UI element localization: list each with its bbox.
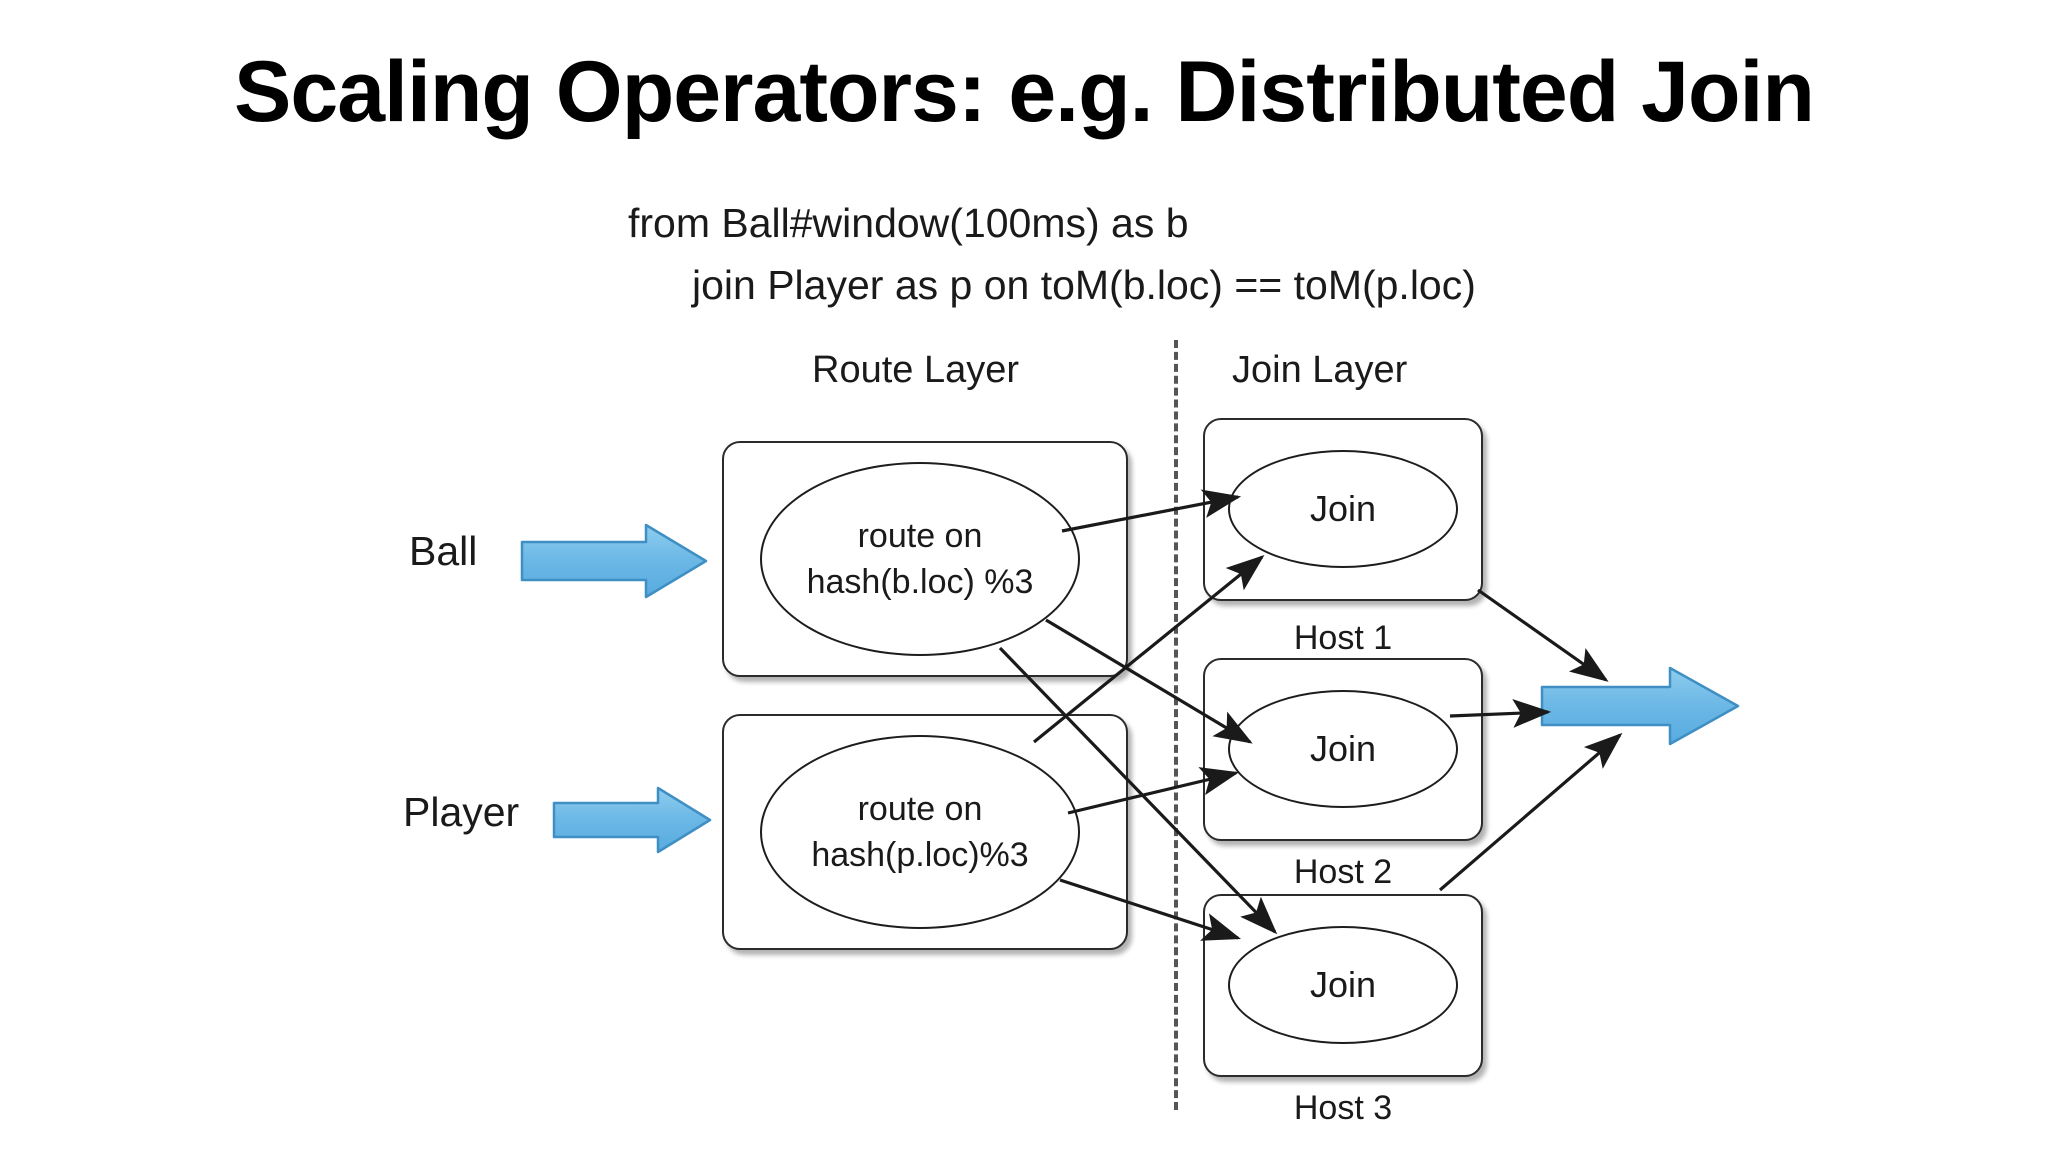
- result-output-arrow: [1540, 665, 1740, 747]
- join-ellipse-host-1[interactable]: Join: [1228, 450, 1458, 568]
- host-label-3: Host 3: [1293, 1089, 1393, 1127]
- ball-input-arrow: [520, 522, 708, 600]
- source-label-ball: Ball: [409, 528, 478, 574]
- player-input-arrow: [552, 785, 712, 855]
- join-label-host-3: Join: [1309, 964, 1377, 1005]
- route-ellipse-player[interactable]: [760, 735, 1080, 929]
- query-line-join: join Player as p on toM(b.loc) == toM(p.…: [692, 262, 1476, 308]
- host-label-1: Host 1: [1293, 619, 1393, 657]
- route-layer-label: Route Layer: [812, 349, 1020, 391]
- join-ellipse-host-3[interactable]: Join: [1228, 926, 1458, 1044]
- source-label-player: Player: [403, 789, 520, 835]
- page-title: Scaling Operators: e.g. Distributed Join: [234, 44, 1815, 140]
- join-label-host-2: Join: [1309, 728, 1377, 769]
- join-layer-label: Join Layer: [1232, 349, 1408, 391]
- host-label-2: Host 2: [1293, 853, 1393, 891]
- join-label-host-1: Join: [1309, 488, 1377, 529]
- route-ellipse-ball[interactable]: [760, 462, 1080, 656]
- layer-divider-dashed-line: [1174, 340, 1178, 1110]
- query-line-from: from Ball#window(100ms) as b: [628, 200, 1189, 246]
- query-text-block: from Ball#window(100ms) as b join Player…: [628, 192, 1828, 316]
- join-ellipse-host-2[interactable]: Join: [1228, 690, 1458, 808]
